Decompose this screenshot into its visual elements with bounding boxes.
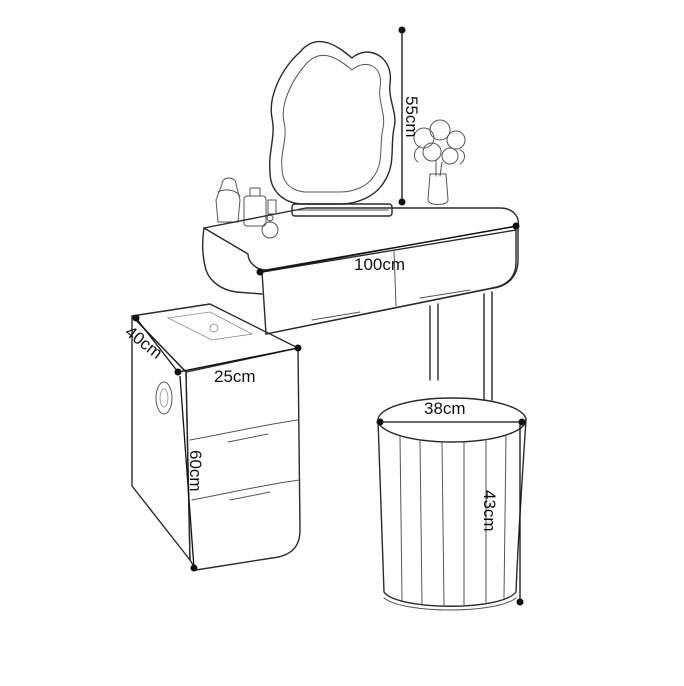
- dressing-table: [201, 207, 519, 401]
- dimension-cabinet-width: [177, 344, 302, 373]
- dimension-mirror-height: [398, 26, 406, 206]
- label-cabinet-width: 25cm: [214, 367, 256, 386]
- dimension-table-width: [256, 222, 520, 276]
- dimension-cabinet-depth: [132, 314, 182, 376]
- stool: [377, 397, 527, 611]
- dimension-cabinet-height: [179, 375, 198, 572]
- dimension-stool-diameter: [376, 418, 526, 426]
- label-cabinet-height: 60cm: [186, 450, 205, 492]
- label-stool-diameter: 38cm: [424, 399, 466, 418]
- label-stool-height: 43cm: [480, 490, 499, 532]
- dimension-stool-height: [516, 424, 524, 606]
- mirror: [268, 40, 396, 217]
- flower-vase: [413, 119, 466, 205]
- label-table-width: 100cm: [354, 255, 405, 274]
- label-mirror-height: 55cm: [402, 96, 421, 138]
- perfume-bottles: [215, 177, 279, 239]
